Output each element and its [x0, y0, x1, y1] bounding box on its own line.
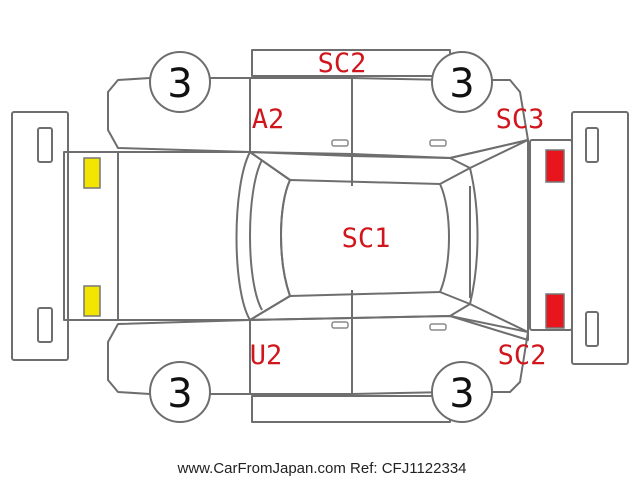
rear-bumper [571, 111, 629, 365]
damage-code-roof-edge: SC2 [318, 48, 367, 79]
tire-grade-front-left: 3 [167, 371, 192, 417]
left-side-view [107, 290, 529, 395]
wheel-front-left: 3 [149, 361, 211, 423]
headlamps [83, 157, 101, 317]
rear-right-lamp [545, 149, 565, 183]
front-bumper [11, 111, 69, 361]
cabin [235, 139, 529, 333]
damage-code-right-front-door: A2 [252, 104, 285, 135]
front-right-lamp [83, 157, 101, 189]
reference-footer: www.CarFromJapan.com Ref: CFJ1122334 [177, 460, 467, 477]
tire-grade-rear-right: 3 [449, 61, 474, 107]
rear-left-lamp [545, 293, 565, 329]
wheel-rear-left: 3 [431, 361, 493, 423]
damage-code-left-rear-quarter: SC2 [498, 340, 547, 371]
wheel-front-right: 3 [149, 51, 211, 113]
damage-code-roof: SC1 [342, 223, 391, 254]
damage-code-left-front-door: U2 [250, 340, 283, 371]
tail-lamp-housings [529, 139, 573, 331]
front-left-lamp [83, 285, 101, 317]
tire-grade-rear-left: 3 [449, 371, 474, 417]
tire-grade-front-right: 3 [167, 61, 192, 107]
wheel-rear-right: 3 [431, 51, 493, 113]
damage-code-right-rear-quarter: SC3 [496, 104, 545, 135]
